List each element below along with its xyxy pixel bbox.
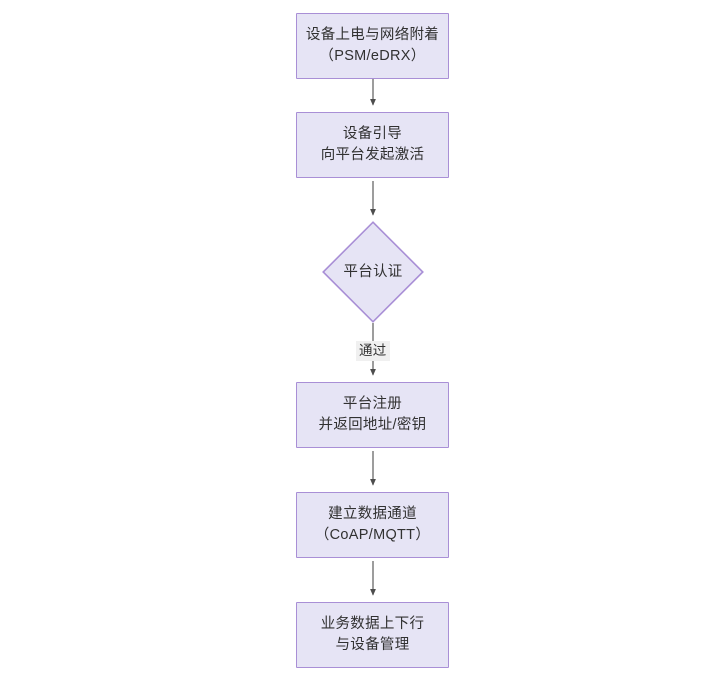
node-text-line: 业务数据上下行 bbox=[320, 616, 425, 632]
edge-label-pass: 通过 bbox=[356, 341, 390, 361]
node-text-line: 平台认证 bbox=[343, 263, 403, 280]
node-text-line: 并返回地址/密钥 bbox=[318, 417, 427, 433]
diamond-shape bbox=[322, 221, 424, 323]
node-text-line: （PSM/eDRX） bbox=[319, 48, 426, 64]
node-platform-registration[interactable]: 平台注册 并返回地址/密钥 bbox=[296, 382, 449, 448]
node-text-line: 设备上电与网络附着 bbox=[305, 27, 440, 43]
node-text-line: 设备引导 bbox=[342, 126, 403, 142]
node-text-line: 建立数据通道 bbox=[328, 506, 417, 522]
node-device-bootstrap[interactable]: 设备引导 向平台发起激活 bbox=[296, 112, 449, 178]
node-device-power-on[interactable]: 设备上电与网络附着 （PSM/eDRX） bbox=[296, 13, 449, 79]
node-text-line: 与设备管理 bbox=[335, 637, 410, 653]
node-text-line: （CoAP/MQTT） bbox=[314, 527, 431, 543]
node-text-line: 向平台发起激活 bbox=[320, 147, 425, 163]
node-text-line: 平台注册 bbox=[342, 396, 403, 412]
node-platform-authentication[interactable]: 平台认证 bbox=[322, 221, 424, 323]
node-business-data-and-device-management[interactable]: 业务数据上下行 与设备管理 bbox=[296, 602, 449, 668]
node-establish-data-channel[interactable]: 建立数据通道 （CoAP/MQTT） bbox=[296, 492, 449, 558]
